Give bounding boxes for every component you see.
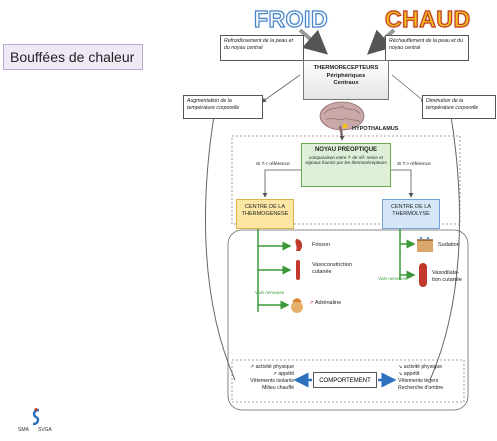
froid-arrow	[298, 28, 329, 55]
vasoconstriction-line1: Vasoconstriction	[312, 262, 352, 268]
comportement-box: COMPORTEMENT	[313, 372, 377, 388]
left-behaviour-item: ↗ activité physique	[249, 364, 294, 370]
thermorecepteurs-title: THERMORECEPTEURS	[313, 65, 379, 71]
ref-right-label: Si T.> référence	[397, 162, 431, 167]
thermorecepteurs-line2: Centraux	[333, 80, 359, 87]
right-behaviour-item: ↘ appétit	[398, 371, 420, 378]
thermorecepteurs-box: THERMORECEPTEURS Périphériques Centraux	[303, 60, 389, 100]
left-behaviour-item: Milieu chauffé	[262, 385, 294, 392]
diminution-box: Diminution de la température corporelle	[422, 95, 496, 119]
vasoconstriction-line2: cutanée	[312, 269, 332, 276]
voie-nerveuse-left: Voie nerveuse	[255, 290, 285, 295]
left-loop-line	[204, 109, 236, 381]
vasodilatation-line2: tion cutanée	[432, 277, 462, 284]
left-behaviour-item: Vêtements isolants	[250, 378, 294, 385]
vessel-constricted-icon	[296, 260, 300, 280]
up-arrow-icon: ↗	[309, 300, 314, 306]
vasoconstriction-label: Vasoconstriction cutanée	[312, 262, 352, 276]
left-behaviour-list: ↗ activité physique ↗ appétit Vêtements …	[238, 364, 294, 392]
effector-frame	[227, 229, 469, 411]
sudation-label: Sudation	[438, 242, 460, 248]
noyau-preoptique-box: NOYAU PREOPTIQUE comparaison entre T. de…	[301, 143, 391, 187]
augmentation-box: Augmentation de la température corporell…	[183, 95, 263, 119]
centre-thermogenese-line1: CENTRE DE LA	[244, 204, 286, 210]
logo-left-text: SMA	[18, 427, 29, 433]
centre-thermogenese-line2: THERMOGENESE	[241, 211, 289, 218]
rechauffement-box: Réchauffement de la peau et du noyau cen…	[385, 35, 469, 61]
right-behaviour-item: Vêtements légers	[398, 378, 439, 385]
slide-title: Bouffées de chaleur	[3, 44, 143, 70]
vasodilatation-label: Vasodilata- tion cutanée	[432, 270, 462, 284]
right-behaviour-list: ↘ activité physique ↘ appétit Vêtements …	[398, 364, 443, 392]
hypothalamus-dotted-frame	[231, 135, 461, 225]
centre-thermolyse-line1: CENTRE DE LA	[390, 204, 432, 210]
brain-illustration	[319, 101, 365, 137]
adrenaline-label: ↗ Adrénaline	[309, 300, 341, 306]
chaud-arrow	[367, 28, 396, 55]
right-behaviour-item: ↘ activité physique	[398, 364, 443, 370]
refroidissement-box: Refroidissement de la peau et du noyau c…	[220, 35, 304, 61]
vasodilatation-line1: Vasodilata-	[432, 270, 460, 276]
right-loop-line	[429, 109, 461, 381]
noyau-title: NOYAU PREOPTIQUE	[314, 147, 378, 153]
comportement-frame	[231, 359, 465, 403]
logo-right-text: SVGA	[38, 427, 52, 433]
chaud-heading: CHAUD	[384, 5, 471, 32]
centre-thermogenese: CENTRE DE LA THERMOGENESE	[236, 199, 294, 229]
centre-thermolyse-line2: THERMOLYSE	[392, 211, 430, 218]
hypothalamus-label: HYPOTHALAMUS	[352, 126, 399, 132]
muscle-icon	[295, 239, 303, 251]
left-behaviour-item: ↗ appétit	[272, 371, 294, 378]
adrenaline-text: Adrénaline	[314, 300, 342, 306]
right-behaviour-item: Recherche d'ombre	[398, 385, 444, 392]
voie-nerveuse-right: Voie nerveuse	[378, 276, 408, 281]
froid-heading: FROID	[253, 5, 329, 32]
society-logo-icon	[32, 408, 40, 426]
centre-thermolyse: CENTRE DE LA THERMOLYSE	[382, 199, 440, 229]
skin-sweat-icon	[417, 236, 433, 252]
thermorecepteurs-line1: Périphériques	[326, 72, 366, 79]
adrenal-gland-icon	[291, 298, 303, 313]
noyau-subtitle: comparaison entre T. de réf- rence et si…	[305, 154, 387, 166]
vessel-dilated-icon	[419, 263, 427, 287]
ref-left-label: Si T.< référence	[256, 162, 290, 167]
frisson-label: Frisson	[312, 242, 331, 248]
